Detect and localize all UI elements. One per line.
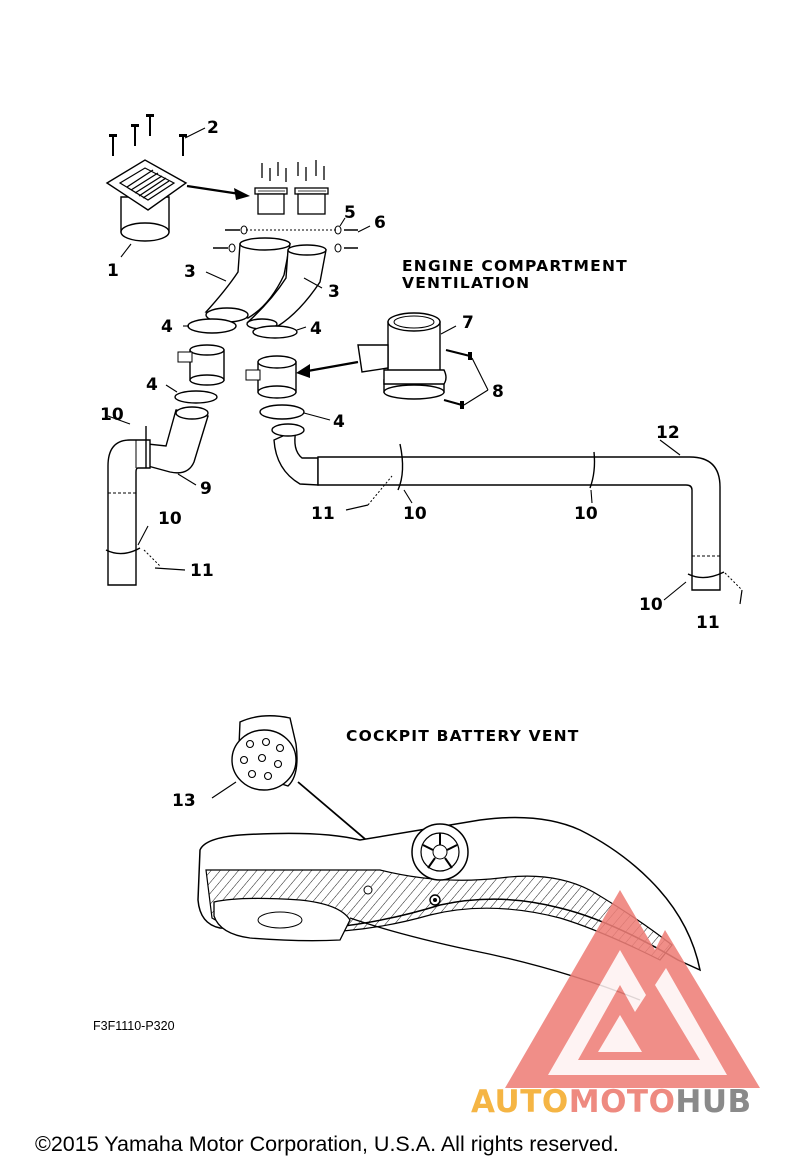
callout-7: 7: [462, 313, 474, 333]
watermark-moto: MOTO: [569, 1084, 676, 1120]
section-title-cockpit: COCKPIT BATTERY VENT: [346, 727, 580, 745]
callout-6: 6: [374, 213, 386, 233]
callout-13: 13: [172, 791, 196, 811]
callout-10: 10: [403, 504, 427, 524]
long-duct-icon: [271, 423, 725, 591]
washer-screw-icon: [213, 225, 358, 253]
diagram-code: F3F1110-P320: [93, 1019, 175, 1033]
ring-gasket-icon: [174, 318, 305, 420]
callout-9: 9: [200, 479, 212, 499]
callout-labels: 1 2 3 3 4 4 4 4 5 6 7 8 9 10 10 10 10 10…: [100, 118, 720, 811]
callout-4: 4: [310, 319, 322, 339]
callout-3: 3: [328, 282, 340, 302]
callout-5: 5: [344, 203, 356, 223]
left-duct-icon: [105, 426, 151, 586]
deck-vent-icon: [105, 159, 188, 242]
screw-set-icon: [109, 114, 187, 156]
callout-10: 10: [100, 405, 124, 425]
bent-duct-icon: [147, 406, 209, 474]
watermark-auto: AUTO: [471, 1084, 569, 1120]
callout-1: 1: [107, 261, 119, 281]
screw-icon: [443, 349, 472, 409]
callout-3: 3: [184, 262, 196, 282]
callout-4: 4: [333, 412, 345, 432]
callout-8: 8: [492, 382, 504, 402]
callout-11: 11: [696, 613, 720, 633]
callout-2: 2: [207, 118, 219, 138]
copyright-notice: ©2015 Yamaha Motor Corporation, U.S.A. A…: [35, 1132, 619, 1156]
callout-10: 10: [158, 509, 182, 529]
callout-4: 4: [146, 375, 158, 395]
battery-vent-icon: [231, 715, 298, 791]
duct-clamp-icon: [177, 344, 297, 399]
duct-connector-icon: [357, 312, 447, 400]
watermark-logo: [505, 890, 760, 1088]
section-title-engine-sub: VENTILATION: [402, 274, 530, 292]
callout-11: 11: [311, 504, 335, 524]
callout-4: 4: [161, 317, 173, 337]
elbow-duct-icon: [204, 237, 327, 330]
watermark-hub: HUB: [675, 1084, 751, 1120]
hull-icon: [197, 816, 702, 1001]
callout-10: 10: [639, 595, 663, 615]
callout-10: 10: [574, 504, 598, 524]
callout-11: 11: [190, 561, 214, 581]
watermark-text: AUTOMOTOHUB: [471, 1084, 752, 1120]
callout-12: 12: [656, 423, 680, 443]
section-title-engine: ENGINE COMPARTMENT: [402, 257, 628, 275]
grille-kit-icon: [254, 160, 329, 215]
